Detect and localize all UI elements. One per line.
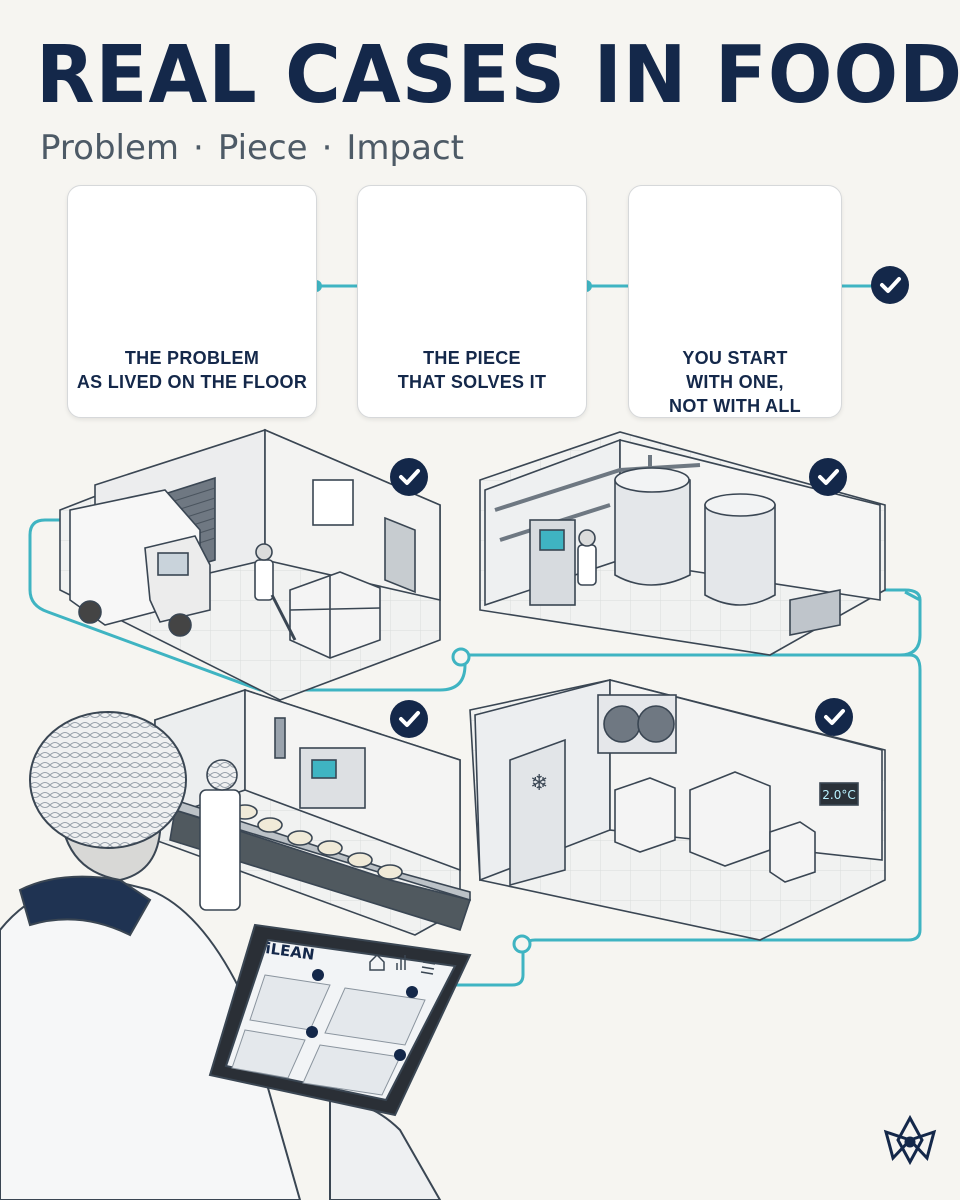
card-impact-label: YOU START WITH ONE, NOT WITH ALL: [669, 348, 801, 416]
flow-path: [28, 518, 922, 987]
tablet-screen-thumbnails[interactable]: [231, 974, 426, 1096]
tank-room-scene: [479, 431, 886, 656]
subtitle-separator-dot: ·: [193, 128, 204, 168]
check-badge-icon: [809, 458, 847, 496]
card-problem[interactable]: THE PROBLEM AS LIVED ON THE FLOOR: [67, 185, 317, 418]
tablet-nav-icons[interactable]: [369, 953, 436, 975]
cold-room-temperature: 2.0°C: [822, 788, 855, 802]
subtitle-piece: Piece: [217, 128, 308, 168]
loading-dock-scene: [59, 428, 441, 701]
page-subtitle: Problem · Piece · Impact: [40, 126, 464, 170]
card-problem-label: THE PROBLEM AS LIVED ON THE FLOOR: [76, 348, 308, 392]
check-badge-icon: [815, 698, 853, 736]
subtitle-impact: Impact: [346, 128, 464, 168]
connector-node: [512, 934, 532, 954]
card-impact[interactable]: YOU START WITH ONE, NOT WITH ALL: [628, 185, 842, 418]
check-badge-icon: [390, 700, 428, 738]
card-piece-label: THE PIECE THAT SOLVES IT: [397, 348, 547, 392]
card-piece[interactable]: THE PIECE THAT SOLVES IT: [357, 185, 587, 418]
check-badge-icon: [390, 458, 428, 496]
check-badge-icon: [871, 266, 909, 304]
cold-room-scene: ❄: [469, 678, 886, 941]
subtitle-separator-dot: ·: [321, 128, 333, 168]
connector-node: [451, 647, 471, 667]
page-title: REAL CASES IN FOOD: [36, 27, 960, 121]
subtitle-problem: Problem: [40, 128, 180, 168]
worker-with-tablet: [0, 711, 472, 1200]
brand-logo-icon: [883, 1114, 937, 1166]
tablet-check-icons: [306, 969, 418, 1061]
svg-text:❄: ❄: [530, 771, 548, 796]
